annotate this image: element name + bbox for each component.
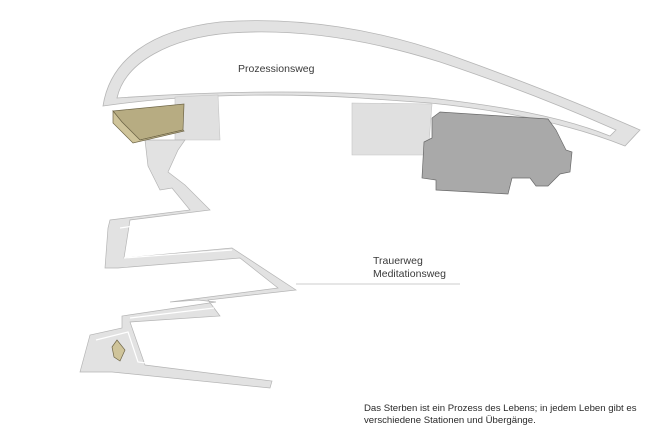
meditation-path-inner (95, 217, 251, 377)
meditation-pavilion (111, 339, 126, 362)
procession-path-label: Prozessionsweg (238, 63, 315, 75)
chapel-side (112, 110, 185, 144)
caption-line-1: Das Sterben ist ein Prozess des Lebens; … (364, 403, 637, 414)
caption: Das Sterben ist ein Prozess des Lebens; … (364, 403, 654, 427)
caption-line-2: verschiedene Stationen und Übergänge. (364, 415, 536, 426)
right-plaza (351, 102, 433, 156)
mourning-path-label: Trauerweg (373, 255, 423, 267)
procession-path (102, 20, 641, 147)
chapel-top (112, 103, 185, 141)
meditation-path-label: Meditationsweg (373, 268, 446, 280)
main-building (421, 111, 573, 195)
meditation-path (79, 139, 298, 389)
